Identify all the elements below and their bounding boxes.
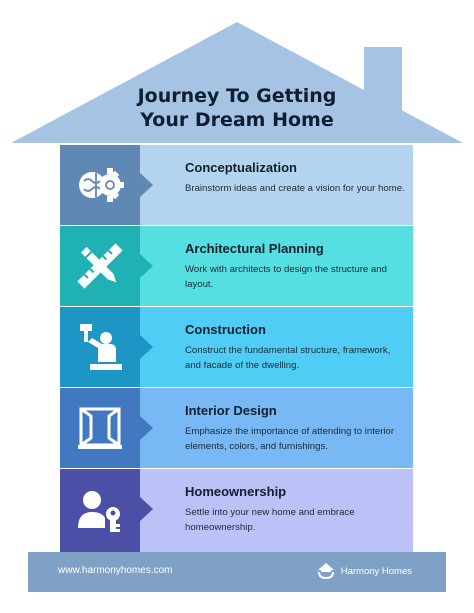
stage-arrow [140,254,153,278]
title-line-2: Your Dream Home [140,109,334,131]
roof [11,22,463,143]
stage-interior-design: Interior Design Emphasize the importance… [60,388,413,468]
stage-text-bg [140,388,413,468]
stage-heading: Architectural Planning [185,241,324,256]
stage-description: Work with architects to design the struc… [185,264,387,290]
stage-homeownership: Homeownership Settle into your new home … [60,469,413,552]
stage-icon-bg [60,388,140,468]
stage-heading: Conceptualization [185,160,297,175]
stage-text-bg [140,145,413,225]
house-hands-icon [317,563,334,579]
footer-bar: www.harmonyhomes.com Harmony Homes [28,552,446,592]
stage-arrow [140,173,153,197]
page-title: Journey To Getting Your Dream Home [0,84,474,132]
brain-gear-icon [79,168,124,202]
stage-description: Settle into your new home and embrace ho… [185,507,355,533]
stage-icon-bg [60,226,140,306]
stage-description: Emphasize the importance of attending to… [185,426,395,452]
footer-brand: Harmony Homes [316,561,412,581]
stage-heading: Construction [185,322,266,337]
stage-text-bg [140,226,413,306]
stage-arrow [140,497,153,521]
stage-architectural-planning: Architectural Planning Work with archite… [60,226,413,306]
footer-brand-name: Harmony Homes [340,565,412,577]
footer-url-link[interactable]: www.harmonyhomes.com [58,565,173,576]
stage-heading: Homeownership [185,484,287,499]
stage-arrow [140,335,153,359]
stage-text-bg [140,307,413,387]
owner-key-icon [78,490,120,532]
stage-conceptualization: Conceptualization Brainstorm ideas and c… [60,145,413,225]
house-roof [11,22,463,143]
stage-icon-bg [60,145,140,225]
stage-arrow [140,416,153,440]
construction-worker-icon [80,324,122,370]
stage-description: Brainstorm ideas and create a vision for… [185,183,405,194]
ruler-pencil-icon [77,243,123,289]
title-line-1: Journey To Getting [137,85,337,107]
stage-description: Construct the fundamental structure, fra… [185,345,391,371]
window-icon [78,407,122,449]
stage-construction: Construction Construct the fundamental s… [60,307,413,387]
stage-text-bg [140,469,413,552]
stage-icon-bg [60,469,140,552]
stage-heading: Interior Design [185,403,277,418]
stage-icon-bg [60,307,140,387]
